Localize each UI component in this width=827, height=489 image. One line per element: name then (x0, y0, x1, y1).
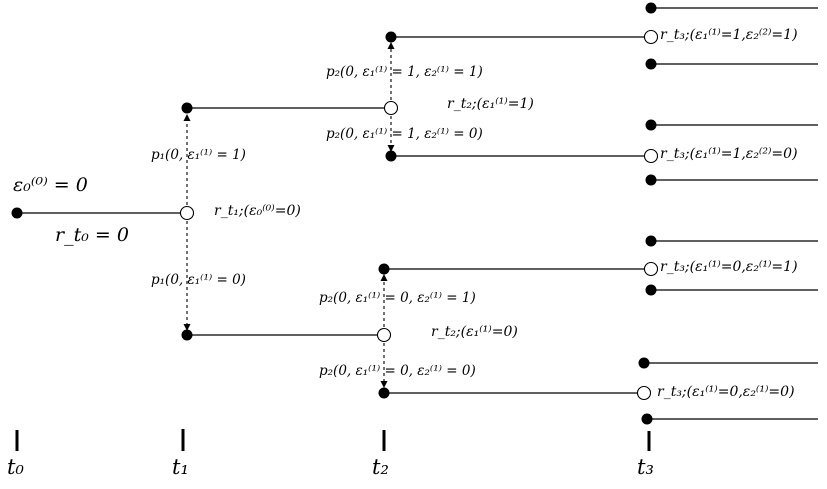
initial-rate-label: r_t₀ = 0 (55, 224, 129, 246)
time-label-t0: t₀ (7, 455, 24, 479)
rate-t3-1: r_t₃;(ε₁⁽¹⁾=1,ε₂⁽²⁾=1) (660, 27, 798, 43)
node-t3-3-down (645, 284, 657, 296)
node-t3-1 (643, 29, 659, 45)
node-t3-3-up (645, 235, 657, 247)
rate-t3-4: r_t₃;(ε₁⁽¹⁾=0,ε₂⁽¹⁾=0) (657, 384, 795, 400)
node-t1 (179, 205, 195, 221)
rate-t2-up: r_t₂;(ε₁⁽¹⁾=1) (447, 96, 534, 112)
time-label-t3: t₃ (637, 455, 654, 479)
prob-t2d-down: p₂(0, ε₁⁽¹⁾ = 0, ε₂⁽¹⁾ = 0) (319, 363, 476, 379)
node-t2u-up-end (385, 31, 397, 43)
node-t3-4-up (638, 357, 650, 369)
node-t3-2-up (645, 119, 657, 131)
prob-t1-up: p₁(0, ε₁⁽¹⁾ = 1) (151, 147, 246, 163)
arrowhead-t1-up (183, 114, 191, 121)
rate-t3-2: r_t₃;(ε₁⁽¹⁾=1,ε₂⁽²⁾=0) (660, 146, 798, 162)
node-t1-up-end (181, 102, 193, 114)
rate-t3-3: r_t₃;(ε₁⁽¹⁾=0,ε₂⁽¹⁾=1) (660, 259, 798, 275)
time-label-t2: t₂ (372, 455, 389, 479)
node-t3-1-up (645, 2, 657, 14)
node-t3-1-down (645, 58, 657, 70)
arrowhead-t2d-up (380, 274, 388, 281)
node-t2u-down-end (385, 150, 397, 162)
node-t1-down-end (181, 329, 193, 341)
node-t2d-up-end (378, 263, 390, 275)
arrowhead-t2u-up (387, 42, 395, 49)
prob-t2u-down: p₂(0, ε₁⁽¹⁾ = 1, ε₂⁽¹⁾ = 0) (326, 126, 483, 142)
node-t3-2-down (645, 174, 657, 186)
node-t3-4-down (641, 413, 653, 425)
node-t3-3 (643, 261, 659, 277)
prob-t2u-up: p₂(0, ε₁⁽¹⁾ = 1, ε₂⁽¹⁾ = 1) (326, 64, 483, 80)
rate-t1: r_t₁;(ε₀⁽⁰⁾=0) (214, 203, 301, 219)
node-t0 (11, 207, 23, 219)
node-t2-up (383, 100, 399, 116)
rate-t2-down: r_t₂;(ε₁⁽¹⁾=0) (431, 324, 518, 340)
arrowhead-t2u-down (387, 145, 395, 152)
node-t3-4 (636, 385, 652, 401)
node-t2-down (376, 327, 392, 343)
initial-state-label: ε₀⁽⁰⁾ = 0 (13, 174, 88, 196)
node-t3-2 (643, 148, 659, 164)
node-t2d-down-end (378, 387, 390, 399)
arrowhead-t2d-down (380, 381, 388, 388)
arrowhead-t1-down (183, 324, 191, 331)
time-label-t1: t₁ (172, 455, 189, 479)
prob-t2d-up: p₂(0, ε₁⁽¹⁾ = 0, ε₂⁽¹⁾ = 1) (319, 290, 476, 306)
prob-t1-down: p₁(0, ε₁⁽¹⁾ = 0) (151, 272, 246, 288)
